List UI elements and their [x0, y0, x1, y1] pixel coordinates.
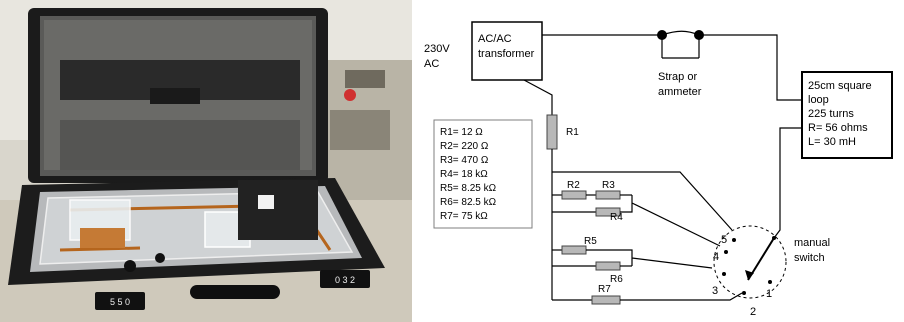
source-voltage-label: 230V — [424, 43, 450, 55]
resistor-r6-label: R6 — [610, 274, 623, 285]
strap-terminal-right — [694, 30, 704, 40]
resistor-legend-item: R6= 82.5 kΩ — [440, 197, 497, 208]
resistor-r2-label: R2 — [567, 180, 580, 191]
right-lock-digits: 0 3 2 — [335, 275, 355, 285]
source-ac-label: AC — [424, 58, 439, 70]
loop-label-2: loop — [808, 94, 829, 106]
resistor-r3 — [595, 190, 621, 200]
resistor-legend-item: R5= 8.25 kΩ — [440, 183, 497, 194]
resistor-r6 — [595, 261, 621, 271]
loop-label-3: 225 turns — [808, 108, 854, 120]
loop-label-4: R= 56 ohms — [808, 122, 868, 134]
switch-label-2: switch — [794, 252, 825, 264]
strap-label-2: ammeter — [658, 86, 702, 98]
resistor-r3-label: R3 — [602, 180, 615, 191]
resistor-r1 — [546, 114, 558, 150]
resistor-r7 — [591, 295, 621, 305]
resistor-legend: R1= 12 Ω R2= 220 Ω R3= 470 Ω R4= 18 kΩ R5= 8… — [440, 127, 497, 222]
switch-pos-3: 3 — [712, 285, 718, 297]
resistor-r5-label: R5 — [584, 236, 597, 247]
resistor-legend-item: R3= 470 Ω — [440, 155, 489, 166]
circuit-diagram: 230V AC AC/AC transformer Strap or ammet… — [424, 21, 893, 318]
resistor-legend-box — [433, 119, 533, 229]
switch-pos-5: 5 — [721, 234, 727, 246]
left-lock-digits: 5 5 0 — [110, 297, 130, 307]
briefcase-lid — [28, 8, 328, 183]
indicator-light-icon — [344, 89, 356, 101]
transformer-box — [471, 21, 543, 81]
strap-label-1: Strap or — [658, 71, 697, 83]
loop-box — [801, 71, 893, 159]
manual-switch: 1 2 3 4 5 — [712, 225, 787, 318]
switch-pos-4: 4 — [713, 251, 719, 263]
resistor-r7-label: R7 — [598, 284, 611, 295]
switch-label-1: manual — [794, 237, 830, 249]
resistor-r1-label: R1 — [566, 127, 579, 138]
resistor-legend-item: R1= 12 Ω — [440, 127, 483, 138]
briefcase-base — [8, 178, 385, 285]
resistor-legend-item: R2= 220 Ω — [440, 141, 489, 152]
transformer-label-1: AC/AC — [478, 33, 512, 45]
loop-label-1: 25cm square — [808, 80, 872, 92]
switch-pos-2: 2 — [750, 306, 756, 318]
resistor-legend-item: R7= 75 kΩ — [440, 211, 488, 222]
apparatus-photo: 5 5 0 0 3 2 — [0, 0, 412, 322]
transformer-label-2: transformer — [478, 48, 535, 60]
resistor-legend-item: R4= 18 kΩ — [440, 169, 488, 180]
resistor-r4-label: R4 — [610, 212, 623, 223]
briefcase-locks: 5 5 0 0 3 2 — [95, 270, 370, 310]
resistor-r5 — [561, 245, 587, 255]
resistor-r2 — [561, 190, 587, 200]
switch-pos-1: 1 — [766, 288, 772, 300]
strap-terminal-left — [657, 30, 667, 40]
loop-label-5: L= 30 mH — [808, 136, 856, 148]
